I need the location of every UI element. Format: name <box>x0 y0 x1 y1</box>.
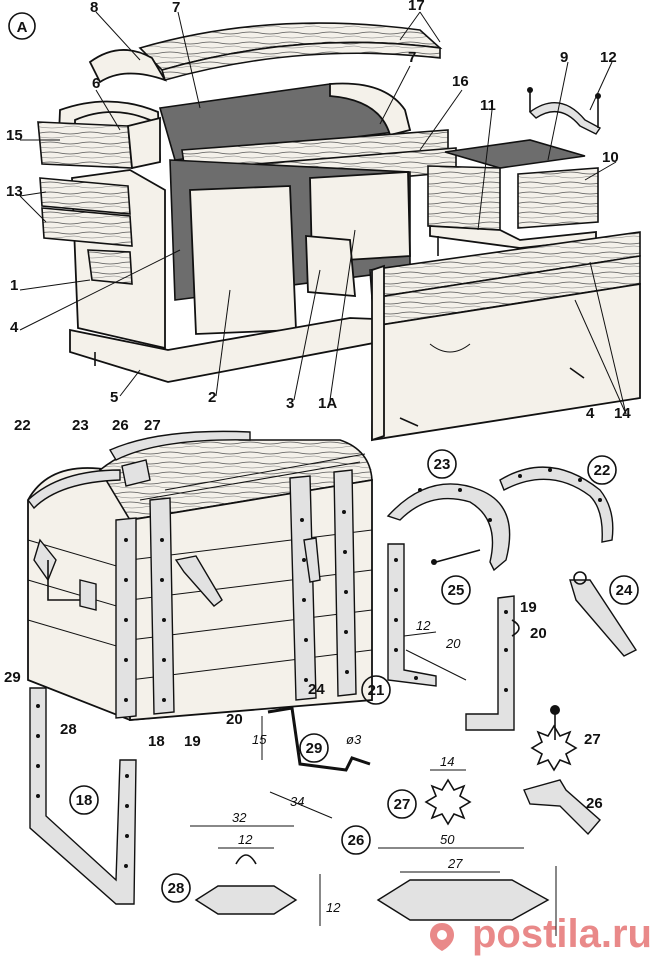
label-16: 16 <box>452 73 469 90</box>
label-7: 7 <box>408 49 416 66</box>
part-27-star <box>424 778 472 826</box>
part-25-bolt <box>435 549 481 563</box>
dim-plate28-12-width: 12 <box>238 832 253 847</box>
postila-logo-icon <box>430 923 454 951</box>
detail-19: 19 <box>520 599 537 616</box>
label-8: 8 <box>90 0 98 16</box>
label-20: 20 <box>226 711 243 728</box>
detail-18: 18 <box>76 792 93 809</box>
dim-star-14: 14 <box>440 754 454 769</box>
detail-22: 22 <box>594 462 611 479</box>
top-handle <box>527 87 602 135</box>
label-3: 3 <box>286 395 294 412</box>
dim-plate26-27: 27 <box>447 856 463 871</box>
figure-label-circle <box>8 12 36 40</box>
dim-plate26-50: 50 <box>440 832 455 847</box>
label-4-right: 4 <box>586 405 595 422</box>
watermark-text: postila.ru <box>471 912 652 956</box>
dim-handle-diameter: ø3 <box>346 732 362 747</box>
leader-lines <box>19 11 627 415</box>
tray-box <box>427 139 599 256</box>
label-28: 28 <box>60 721 77 738</box>
label-1: 1 <box>10 277 18 294</box>
label-5: 5 <box>110 389 118 406</box>
exploded-view: А <box>8 11 641 442</box>
part-26-plate <box>523 779 601 836</box>
label-9: 9 <box>560 49 568 66</box>
part-29-handle <box>267 706 371 772</box>
part-23-shape <box>386 483 511 572</box>
label-26: 26 <box>112 417 129 434</box>
dimension-labels: 12 20 15 34 ø3 14 32 12 12 50 27 <box>232 618 463 915</box>
detail-28: 28 <box>168 880 185 897</box>
dim-handle-15: 15 <box>252 732 267 747</box>
label-6: 6 <box>92 75 100 92</box>
part-18-shape <box>29 687 137 905</box>
dim-plate28-32: 32 <box>232 810 247 825</box>
dim-plate28-12-height: 12 <box>326 900 341 915</box>
detail-parts <box>29 449 639 936</box>
assembled-chest <box>27 430 373 721</box>
detail-29: 29 <box>306 740 323 757</box>
detail-26-plate: 26 <box>348 832 365 849</box>
detail-27-star: 27 <box>394 796 411 813</box>
label-2: 2 <box>208 389 216 406</box>
label-19: 19 <box>184 733 201 750</box>
part-21-shape <box>387 543 437 687</box>
label-27: 27 <box>144 417 161 434</box>
label-12: 12 <box>600 49 617 66</box>
lid-frame <box>37 82 412 170</box>
label-18: 18 <box>148 733 165 750</box>
part-labels: 8 7 17 7 6 16 15 13 11 9 12 10 1 4 5 2 3… <box>4 0 631 750</box>
label-1a: 1А <box>318 395 337 412</box>
detail-20: 20 <box>530 625 547 642</box>
label-11: 11 <box>480 97 496 114</box>
body-box <box>39 159 411 383</box>
label-4-left: 4 <box>10 319 19 336</box>
part-19-shape <box>465 595 515 731</box>
label-29: 29 <box>4 669 21 686</box>
label-23: 23 <box>72 417 89 434</box>
detail-21: 21 <box>368 682 385 699</box>
detail-labels: 23 22 25 24 19 20 21 29 18 27 27 26 26 2… <box>76 456 633 897</box>
label-17: 17 <box>408 0 425 14</box>
dim-handle-34: 34 <box>290 794 304 809</box>
label-15: 15 <box>6 127 23 144</box>
label-7-top: 7 <box>172 0 180 16</box>
label-24: 24 <box>308 681 325 698</box>
front-panel <box>369 231 641 442</box>
label-13: 13 <box>6 183 23 200</box>
label-10: 10 <box>602 149 619 166</box>
label-22: 22 <box>14 417 31 434</box>
detail-26-assembled: 26 <box>586 795 603 812</box>
figure-label: А <box>17 19 28 36</box>
detail-23: 23 <box>434 456 451 473</box>
part-24-shape <box>569 579 638 657</box>
lid-slats <box>88 22 443 84</box>
detail-25: 25 <box>448 582 465 599</box>
dim-bracket-20: 20 <box>445 636 461 651</box>
detail-24: 24 <box>616 582 633 599</box>
detail-27-assembled: 27 <box>584 731 601 748</box>
label-14: 14 <box>614 405 631 422</box>
part-27-star-assembled <box>530 724 578 772</box>
dim-bracket-12: 12 <box>416 618 431 633</box>
part-26-long-plate <box>376 879 550 921</box>
part-28-plate <box>194 885 298 915</box>
part-22-shape <box>499 466 614 543</box>
